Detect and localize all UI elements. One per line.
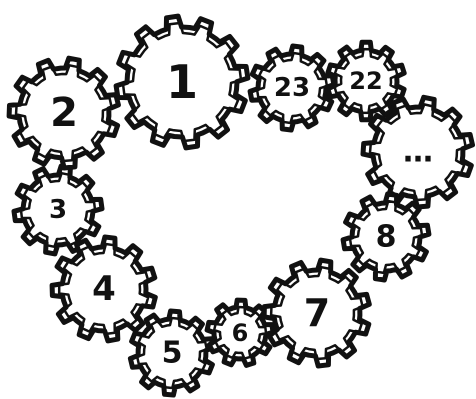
gear-ellipsis-label: … [403, 135, 433, 170]
gear-4: 4 [52, 237, 155, 341]
gear-ellipsis: … [363, 97, 473, 207]
gear-7: 7 [264, 260, 369, 366]
gear-23: 23 [250, 46, 334, 130]
gear-5-label: 5 [162, 336, 183, 371]
gear-22-label: 22 [349, 67, 382, 95]
gear-2: 2 [9, 58, 118, 168]
gear-23-label: 23 [274, 73, 310, 103]
gear-4-label: 4 [92, 269, 116, 309]
gear-8: 8 [343, 194, 429, 280]
gear-1-label: 1 [166, 55, 198, 109]
gear-6-label: 6 [232, 319, 249, 347]
gear-3-label: 3 [49, 195, 67, 225]
gear-7-label: 7 [304, 291, 330, 335]
gear-2-label: 2 [50, 90, 78, 136]
gear-8-label: 8 [376, 220, 397, 255]
gear-1: 1 [116, 16, 248, 148]
